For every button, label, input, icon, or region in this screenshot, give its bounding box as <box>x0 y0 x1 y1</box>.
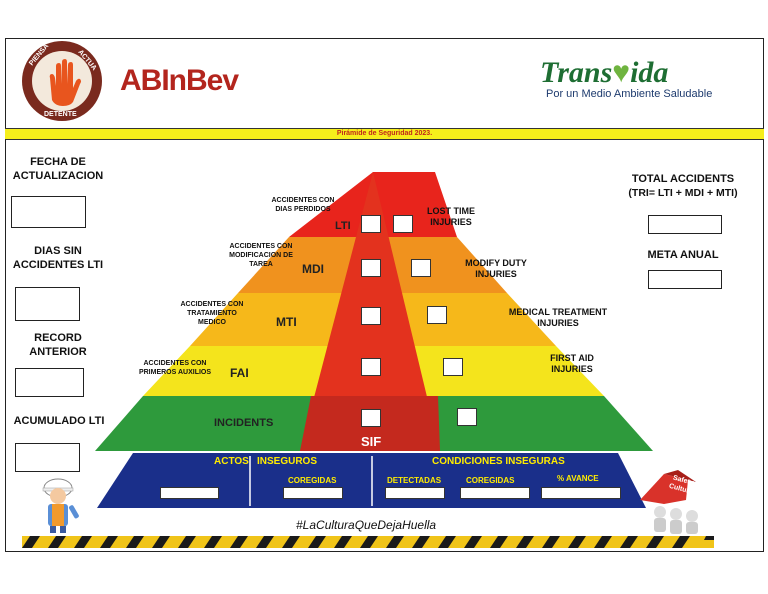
fai-count-input-2[interactable] <box>443 358 463 376</box>
fecha-label: FECHA DE ACTUALIZACION <box>12 156 104 183</box>
mdi-right-desc: MODIFY DUTY INJURIES <box>465 258 527 280</box>
actos-coregidas-input[interactable] <box>283 487 343 499</box>
transvida-trans-text: Trans <box>540 56 613 89</box>
mdi-code: MDI <box>302 262 324 276</box>
lti-count-input-2[interactable] <box>393 215 413 233</box>
detectadas-label: DETECTADAS <box>387 476 442 485</box>
coregidas-cond-label: COREGIDAS <box>466 476 515 485</box>
transvida-leaf-icon: ♥ <box>612 56 631 89</box>
mdi-count-input-1[interactable] <box>361 259 381 277</box>
incidents-code: INCIDENTS <box>214 417 274 429</box>
avance-label: % AVANCE <box>557 474 599 483</box>
condiciones-label: CONDICIONES INSEGURAS <box>432 456 565 467</box>
fai-left-desc: ACCIDENTES CON PRIMEROS AUXILIOS <box>138 360 212 376</box>
lti-count-input-1[interactable] <box>361 215 381 233</box>
total-label: TOTAL ACCIDENTS <box>631 173 735 185</box>
mti-count-input-2[interactable] <box>427 306 447 324</box>
cond-detectadas-input[interactable] <box>385 487 445 499</box>
actos-label: ACTOS <box>214 456 249 467</box>
mdi-count-input-2[interactable] <box>411 259 431 277</box>
lti-code: LTI <box>335 220 351 232</box>
fai-code: FAI <box>230 366 249 380</box>
transvida-tagline: Por un Medio Ambiente Saludable <box>546 88 713 100</box>
dias-input[interactable] <box>15 287 80 321</box>
piensa-actua-detente-seal: PIENSA ACTUA DETENTE <box>18 40 106 122</box>
footer-hashtag: #LaCulturaQueDejaHuella <box>296 518 437 532</box>
banner-title: Pirámide de Seguridad 2023. <box>5 128 764 140</box>
mti-right-desc: MEDICAL TREATMENT INJURIES <box>508 307 608 329</box>
meta-label: META ANUAL <box>647 249 719 261</box>
transvida-logo: Trans♥ida Por un Medio Ambiente Saludabl… <box>540 56 754 101</box>
cond-coregidas-input[interactable] <box>460 487 530 499</box>
incidents-count-input-2[interactable] <box>457 408 477 426</box>
seal-detente-text: DETENTE <box>44 111 77 118</box>
total-input[interactable] <box>648 215 722 234</box>
total-formula: (TRI= LTI + MDI + MTI) <box>628 187 738 199</box>
worker-mascot-icon <box>30 476 90 534</box>
fai-right-desc: FIRST AID INJURIES <box>550 353 594 375</box>
coregidas-actos-label: COREGIDAS <box>288 476 337 485</box>
lti-left-desc: ACCIDENTES CON DIAS PERDIDOS <box>271 197 335 213</box>
lti-right-desc: LOST TIME INJURIES <box>427 206 475 228</box>
mti-left-desc: ACCIDENTES CON TRATAMIENTO MEDICO <box>180 301 244 326</box>
dias-label: DIAS SIN ACCIDENTES LTI <box>12 245 104 272</box>
safety-culture-icon: Safety Culture <box>630 470 714 536</box>
incidents-count-input-1[interactable] <box>361 409 381 427</box>
fai-count-input-1[interactable] <box>361 358 381 376</box>
mti-code: MTI <box>276 315 297 329</box>
transvida-ida-text: ida <box>630 56 669 89</box>
abinbev-logo-text: ABInBev <box>120 64 239 97</box>
hazard-stripe-marks <box>22 536 714 548</box>
mti-count-input-1[interactable] <box>361 307 381 325</box>
record-input[interactable] <box>15 368 84 397</box>
fecha-input[interactable] <box>11 196 86 228</box>
abinbev-logo: ABInBev <box>120 64 239 98</box>
record-label: RECORD ANTERIOR <box>29 332 87 359</box>
meta-input[interactable] <box>648 270 722 289</box>
sif-code: SIF <box>361 434 382 449</box>
acumulado-input[interactable] <box>15 443 80 472</box>
mdi-left-desc: ACCIDENTES CON MODIFICACION DE TAREA <box>229 243 293 268</box>
acumulado-label: ACUMULADO LTI <box>13 415 105 427</box>
actos-total-input[interactable] <box>160 487 219 499</box>
inseguros-label: INSEGUROS <box>257 456 318 467</box>
avance-input[interactable] <box>541 487 621 499</box>
